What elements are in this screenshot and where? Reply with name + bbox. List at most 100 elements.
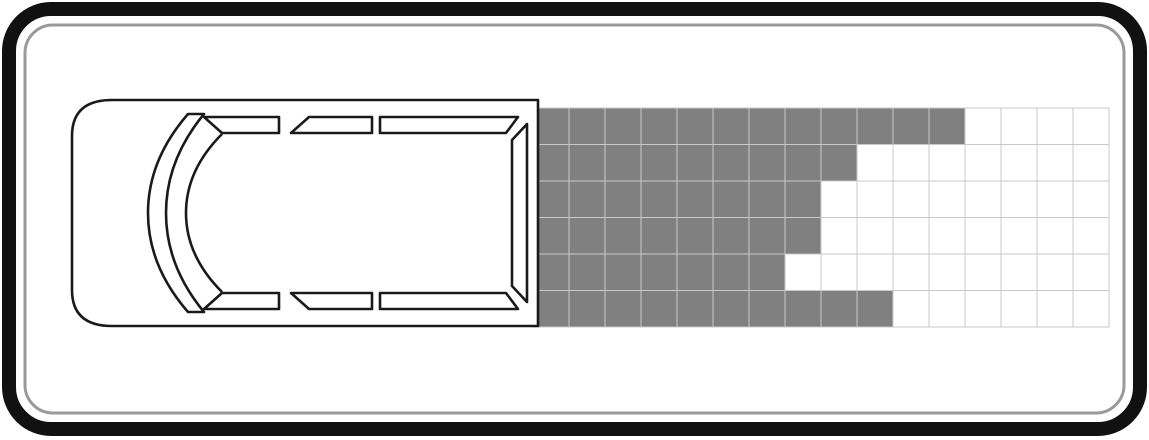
grid-cell-empty bbox=[1036, 180, 1074, 218]
grid-cell-empty bbox=[892, 217, 930, 255]
grid-cell-filled bbox=[568, 253, 606, 291]
grid-cell-filled bbox=[568, 144, 606, 182]
grid-cell-empty bbox=[892, 290, 930, 328]
van-window-bottom-3 bbox=[378, 291, 520, 311]
grid-cell-filled bbox=[748, 217, 786, 255]
van-window-top-2 bbox=[289, 115, 374, 135]
grid-cell-empty bbox=[820, 217, 858, 255]
grid-cell-filled bbox=[748, 290, 786, 328]
grid-cell-filled bbox=[712, 180, 750, 218]
grid-cell-filled bbox=[676, 253, 714, 291]
grid-cell-filled bbox=[748, 107, 786, 145]
grid-cell-filled bbox=[604, 144, 642, 182]
van-window-bottom-1 bbox=[202, 291, 281, 311]
van-window-top-3 bbox=[378, 115, 520, 135]
grid-cell-filled bbox=[604, 180, 642, 218]
grid-cell-empty bbox=[856, 144, 894, 182]
van-window-bottom-2 bbox=[289, 291, 374, 311]
grid-cell-filled bbox=[640, 253, 678, 291]
grid-cell-filled bbox=[640, 217, 678, 255]
grid-cell-empty bbox=[1000, 217, 1038, 255]
grid-cell-filled bbox=[568, 290, 606, 328]
grid-cell-empty bbox=[892, 253, 930, 291]
grid-cell-empty bbox=[856, 253, 894, 291]
grid-cell-filled bbox=[712, 217, 750, 255]
grid-cell-filled bbox=[748, 144, 786, 182]
grid-cell-empty bbox=[1036, 144, 1074, 182]
grid-cell-filled bbox=[604, 217, 642, 255]
grid-cell-empty bbox=[1000, 144, 1038, 182]
grid-cell-empty bbox=[964, 253, 1002, 291]
grid-cell-empty bbox=[892, 180, 930, 218]
grid-cell-filled bbox=[676, 107, 714, 145]
grid-cell-empty bbox=[964, 144, 1002, 182]
grid-cell-filled bbox=[712, 107, 750, 145]
grid-cell-filled bbox=[784, 290, 822, 328]
grid-cell-empty bbox=[1072, 217, 1110, 255]
grid-cell-empty bbox=[1036, 253, 1074, 291]
grid-cell-empty bbox=[928, 144, 966, 182]
grid-cell-empty bbox=[964, 217, 1002, 255]
grid-cell-filled bbox=[928, 107, 966, 145]
grid-cell-empty bbox=[820, 253, 858, 291]
grid-cell-filled bbox=[568, 217, 606, 255]
grid-cell-empty bbox=[1072, 144, 1110, 182]
grid-cell-empty bbox=[1000, 107, 1038, 145]
grid-cell-empty bbox=[1036, 217, 1074, 255]
grid-cell-empty bbox=[1000, 290, 1038, 328]
grid-cell-filled bbox=[784, 217, 822, 255]
grid-cell-empty bbox=[1072, 253, 1110, 291]
grid-cell-filled bbox=[712, 290, 750, 328]
grid-cell-filled bbox=[568, 107, 606, 145]
grid-cell-empty bbox=[856, 180, 894, 218]
grid-cell-filled bbox=[712, 253, 750, 291]
grid-cell-filled bbox=[640, 144, 678, 182]
grid-cell-empty bbox=[1000, 253, 1038, 291]
grid-cell-filled bbox=[856, 107, 894, 145]
grid-cell-filled bbox=[784, 144, 822, 182]
grid-cell-filled bbox=[640, 180, 678, 218]
grid-cell-empty bbox=[928, 290, 966, 328]
grid-cell-filled bbox=[712, 144, 750, 182]
van-rear-window bbox=[510, 122, 529, 304]
grid-cell-empty bbox=[928, 180, 966, 218]
van-windshield bbox=[146, 112, 206, 314]
grid-cell-filled bbox=[676, 217, 714, 255]
grid-cell-filled bbox=[676, 290, 714, 328]
grid-cell-filled bbox=[568, 180, 606, 218]
grid-cell-filled bbox=[676, 144, 714, 182]
grid-cell-empty bbox=[1036, 107, 1074, 145]
grid-cell-empty bbox=[964, 107, 1002, 145]
grid-cell-empty bbox=[1072, 107, 1110, 145]
grid-cell-empty bbox=[856, 217, 894, 255]
van-window-top-1 bbox=[202, 115, 281, 135]
grid-cell-empty bbox=[892, 144, 930, 182]
van-roof-curve bbox=[184, 133, 223, 293]
grid-cell-empty bbox=[928, 253, 966, 291]
grid-cell-filled bbox=[892, 107, 930, 145]
grid-cell-filled bbox=[640, 290, 678, 328]
van-top-view-icon bbox=[70, 98, 540, 328]
grid-cell-filled bbox=[604, 107, 642, 145]
grid-cell-filled bbox=[784, 107, 822, 145]
inner-frame bbox=[23, 23, 1126, 415]
grid-cell-filled bbox=[676, 180, 714, 218]
grid-cell-filled bbox=[748, 253, 786, 291]
grid-cell-empty bbox=[1072, 180, 1110, 218]
grid-cell-filled bbox=[604, 253, 642, 291]
grid-cell-empty bbox=[1000, 180, 1038, 218]
grid-cell-filled bbox=[640, 107, 678, 145]
grid-cell-filled bbox=[820, 107, 858, 145]
grid-cell-empty bbox=[1036, 290, 1074, 328]
cargo-grid bbox=[532, 107, 1110, 328]
grid-cell-filled bbox=[856, 290, 894, 328]
grid-cell-empty bbox=[964, 180, 1002, 218]
grid-cell-filled bbox=[820, 144, 858, 182]
grid-cell-filled bbox=[784, 180, 822, 218]
grid-cell-empty bbox=[964, 290, 1002, 328]
grid-cell-empty bbox=[928, 217, 966, 255]
grid-cell-filled bbox=[604, 290, 642, 328]
grid-cell-empty bbox=[784, 253, 822, 291]
grid-cell-empty bbox=[820, 180, 858, 218]
